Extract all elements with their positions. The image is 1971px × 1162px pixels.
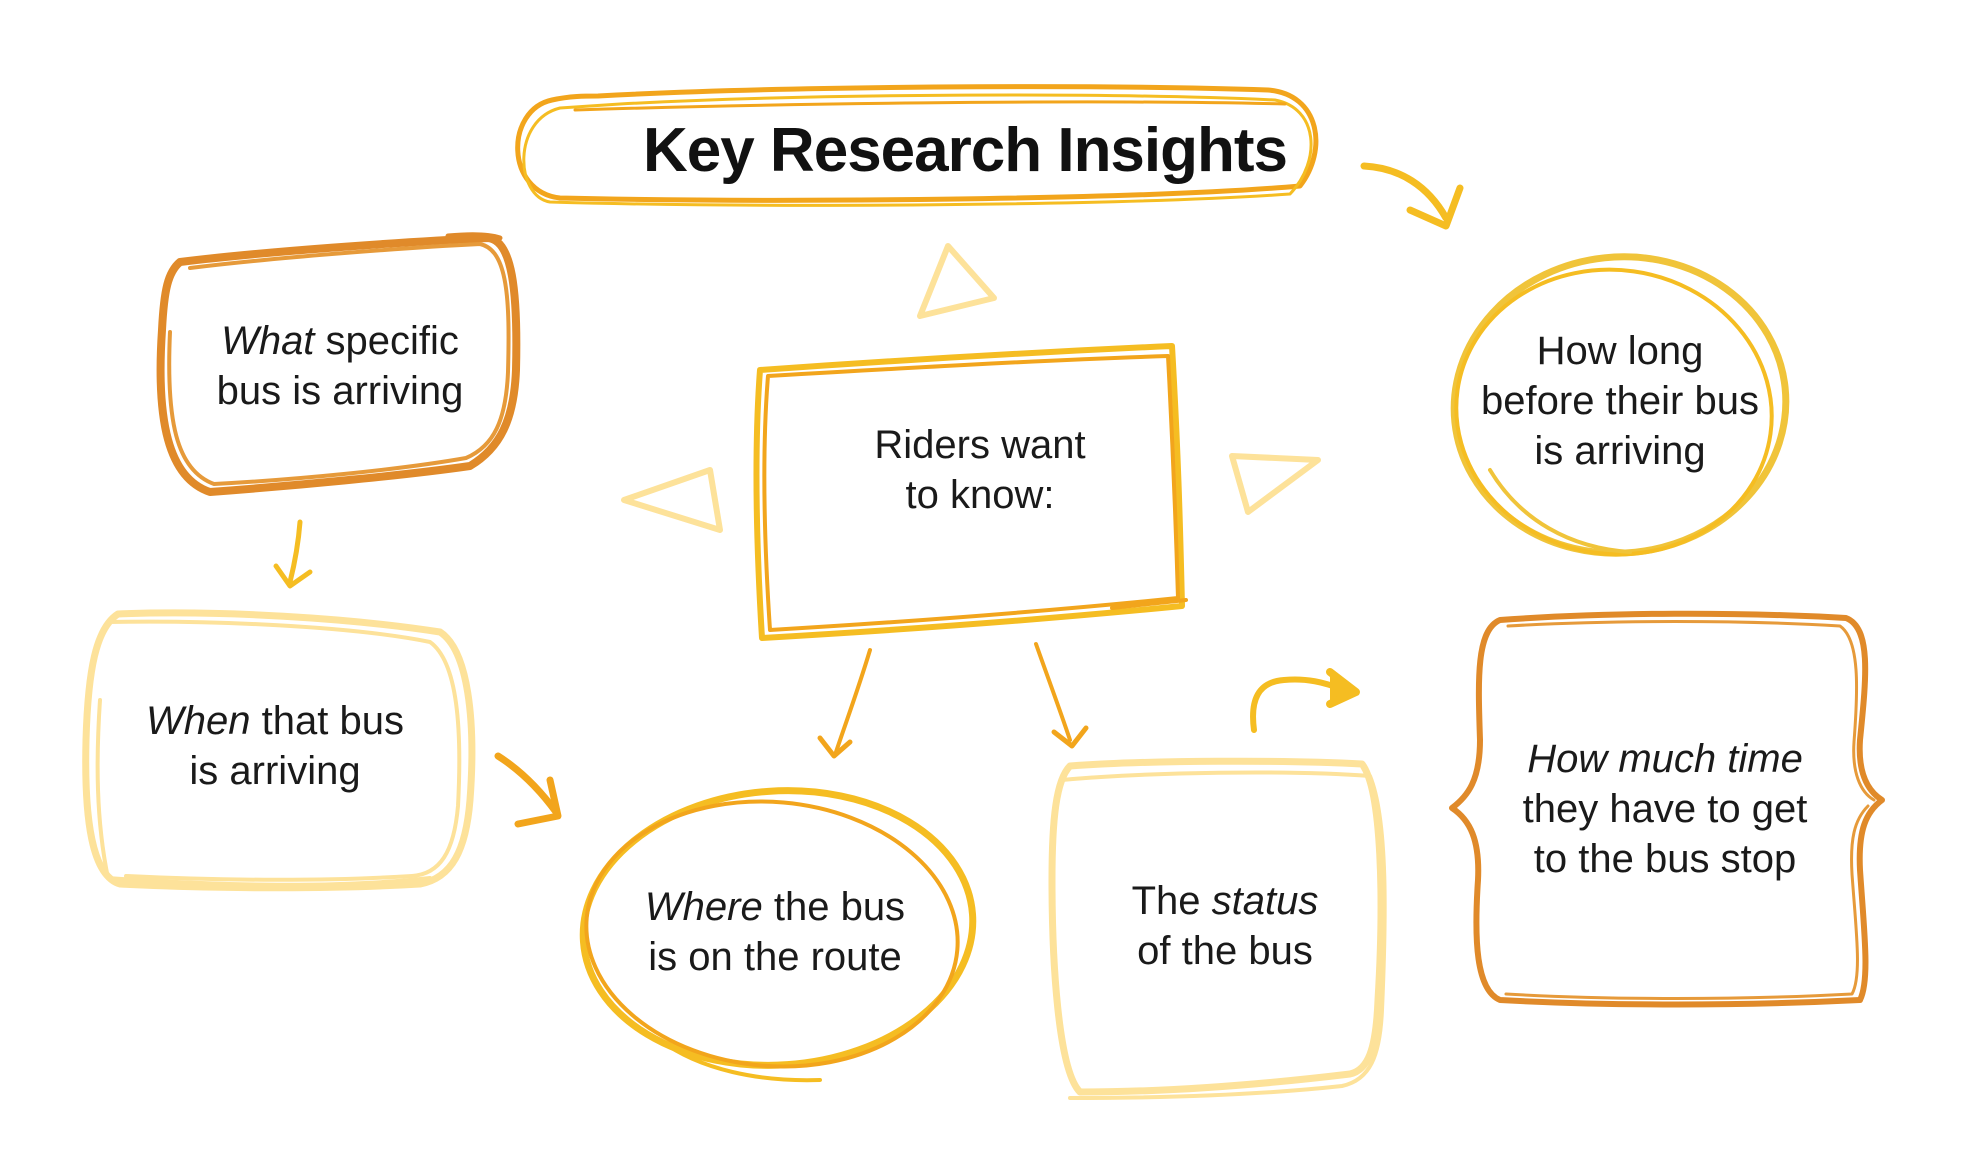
arrow-center-to-where	[817, 648, 872, 759]
how-much-line-1: How much time	[1490, 734, 1840, 784]
arrow-status-to-how-much	[1250, 668, 1360, 733]
status-line-1-pre: The	[1131, 879, 1212, 923]
status-line-2: of the bus	[1137, 929, 1313, 973]
where-node-outline	[579, 787, 977, 1083]
how-much-emphasis: How much time	[1527, 737, 1803, 781]
how-much-node-outline	[1449, 610, 1885, 1008]
how-much-node-text: How much time they have to get to the bu…	[1490, 734, 1840, 884]
how-much-line-3: to the bus stop	[1533, 837, 1797, 881]
center-line-2: to know:	[905, 473, 1055, 517]
status-node-text: The status of the bus	[1080, 876, 1370, 976]
how-long-line-3: is arriving	[1534, 429, 1706, 473]
what-line-2: bus is arriving	[216, 369, 464, 413]
where-line-2: is on the route	[648, 935, 902, 979]
where-line-1-rest: the bus	[762, 885, 906, 929]
what-emphasis: What	[221, 319, 315, 363]
arrow-when-to-where	[494, 752, 562, 828]
what-line-1-rest: specific	[314, 319, 459, 363]
arrow-title-to-how-long	[1360, 162, 1464, 230]
center-box-outline	[753, 343, 1188, 641]
how-long-line-1: How long	[1536, 329, 1704, 373]
when-line-1: When that bus	[110, 696, 440, 746]
where-emphasis: Where	[644, 885, 763, 929]
how-long-node-outline	[1450, 253, 1790, 557]
arrow-what-to-when	[273, 519, 313, 589]
status-emphasis: status	[1211, 879, 1319, 923]
triangle-right	[1229, 453, 1321, 515]
when-line-2: is arriving	[189, 749, 361, 793]
page-title: Key Research Insights	[642, 115, 1288, 185]
when-emphasis: When	[146, 699, 251, 743]
what-node-text: What specific bus is arriving	[180, 316, 500, 416]
where-line-1: Where the bus	[610, 882, 940, 932]
where-node-text: Where the bus is on the route	[610, 882, 940, 982]
when-node-text: When that bus is arriving	[110, 696, 440, 796]
title-pill	[515, 84, 1319, 207]
arrow-center-to-status	[1034, 642, 1089, 749]
when-line-1-rest: that bus	[250, 699, 404, 743]
when-node-outline	[82, 609, 476, 892]
status-line-1: The status	[1080, 876, 1370, 926]
how-long-line-2: before their bus	[1481, 379, 1759, 423]
status-node-outline	[1048, 757, 1387, 1100]
triangle-left	[621, 467, 723, 533]
what-line-1: What specific	[180, 316, 500, 366]
how-much-line-2: they have to get	[1522, 787, 1808, 831]
how-long-node-text: How long before their bus is arriving	[1450, 326, 1790, 476]
what-node-outline	[156, 232, 521, 496]
center-node-text: Riders want to know:	[810, 420, 1150, 520]
triangle-top	[917, 243, 997, 319]
center-line-1: Riders want	[874, 423, 1086, 467]
